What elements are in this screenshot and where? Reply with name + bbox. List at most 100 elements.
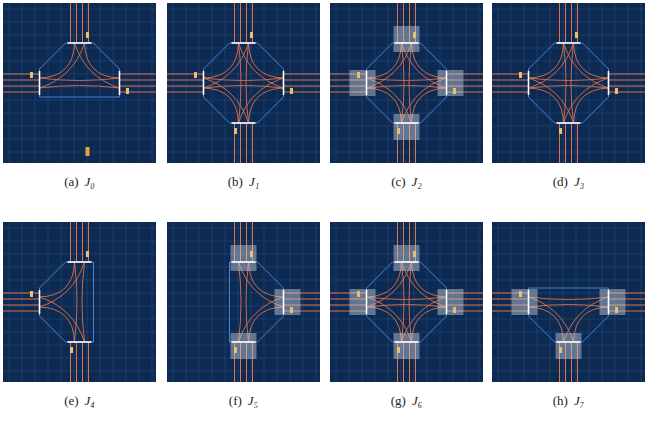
turn-path: [204, 88, 239, 123]
road-lane: [571, 123, 572, 163]
road-lane: [120, 74, 157, 75]
grid-line: [3, 319, 156, 320]
grid-line: [3, 9, 156, 10]
road-lane: [492, 86, 529, 87]
turn-path: [529, 78, 574, 123]
turn-path: [239, 78, 284, 123]
detection-zone: [394, 26, 420, 52]
turn-path: [40, 43, 85, 88]
vehicle: [575, 32, 578, 38]
grid-line: [492, 35, 645, 36]
grid-line: [330, 113, 483, 114]
grid-line: [167, 371, 320, 372]
grid-line: [492, 22, 645, 23]
vehicle: [519, 291, 522, 297]
road-lane: [82, 3, 83, 43]
road-lane: [120, 92, 157, 93]
vehicle: [30, 291, 33, 297]
turn-path: [571, 43, 574, 123]
junction-boundary: [40, 262, 94, 342]
grid-line: [3, 126, 156, 127]
detection-zone: [231, 245, 257, 271]
grid-line: [330, 371, 483, 372]
subfigure-letter: (a): [64, 174, 78, 189]
detection-zone: [275, 289, 301, 315]
vehicle: [357, 291, 360, 297]
subfigure-letter: (f): [229, 393, 242, 408]
road-lane: [609, 86, 646, 87]
grid-line: [3, 280, 156, 281]
stop-bar: [283, 290, 285, 314]
grid-line: [167, 319, 320, 320]
intersection-panel: [124, 0, 364, 203]
road-lane: [492, 80, 529, 81]
subfigure-caption: (g)J₆: [391, 393, 422, 409]
panel-ground: [330, 222, 483, 382]
stop-bar: [557, 341, 581, 343]
road-lane: [3, 86, 40, 87]
turn-path: [40, 307, 75, 342]
junction-name: J₁: [249, 174, 259, 189]
vehicle: [559, 347, 562, 353]
detection-zone: [512, 289, 538, 315]
grid-line: [492, 254, 645, 255]
stop-bar: [119, 71, 121, 95]
turn-path: [40, 86, 120, 89]
grid-line: [167, 100, 320, 101]
stop-bar: [446, 71, 448, 95]
subfigure-caption: (f)J₅: [229, 393, 258, 409]
subfigure-caption: (d) J₃: [553, 174, 584, 190]
grid-line: [3, 22, 156, 23]
turn-path: [529, 88, 564, 123]
grid-line: [167, 126, 320, 127]
intersection-panel: [287, 182, 527, 422]
turn-path: [249, 88, 284, 123]
stop-bar: [203, 71, 205, 95]
vehicle: [290, 307, 293, 313]
grid-line: [492, 280, 645, 281]
vehicle: [413, 251, 416, 257]
stop-bar: [68, 261, 92, 263]
stop-bar: [232, 341, 256, 343]
road-lane: [3, 311, 40, 312]
road-lane: [246, 123, 247, 163]
subfigure-caption: (c)J₂: [391, 174, 422, 190]
grid-line: [330, 332, 483, 333]
grid-line: [492, 87, 645, 88]
stop-bar: [528, 290, 530, 314]
panel-ground: [167, 222, 320, 382]
road-lane: [3, 305, 40, 306]
stop-bar: [39, 71, 41, 95]
road-lane: [246, 3, 247, 43]
junction-name: J₃: [574, 174, 584, 189]
stop-bar: [68, 341, 92, 343]
stop-bar: [395, 261, 419, 263]
grid-line: [167, 228, 320, 229]
vehicle: [615, 307, 618, 313]
road-lane: [571, 3, 572, 43]
detection-zone: [438, 70, 464, 96]
turn-path: [367, 86, 447, 89]
grid-line: [3, 100, 156, 101]
subfigure-letter: (d): [553, 174, 568, 189]
turn-path: [409, 262, 412, 342]
turn-path: [529, 43, 574, 88]
turn-path: [204, 86, 284, 89]
panel-ground: [167, 3, 320, 163]
turn-path: [529, 43, 564, 78]
grid-line: [330, 319, 483, 320]
grid-line: [492, 100, 645, 101]
turn-path: [409, 43, 412, 123]
turn-path: [40, 78, 120, 81]
intersection-panel: [449, 222, 647, 422]
stop-bar: [232, 261, 256, 263]
grid-line: [492, 241, 645, 242]
road-lane: [492, 92, 529, 93]
turn-path: [204, 43, 249, 88]
turn-path: [204, 78, 284, 81]
vehicle: [397, 128, 400, 134]
junction-boundary: [367, 262, 447, 342]
grid-line: [492, 48, 645, 49]
vehicle: [250, 32, 253, 38]
grid-line: [167, 241, 320, 242]
